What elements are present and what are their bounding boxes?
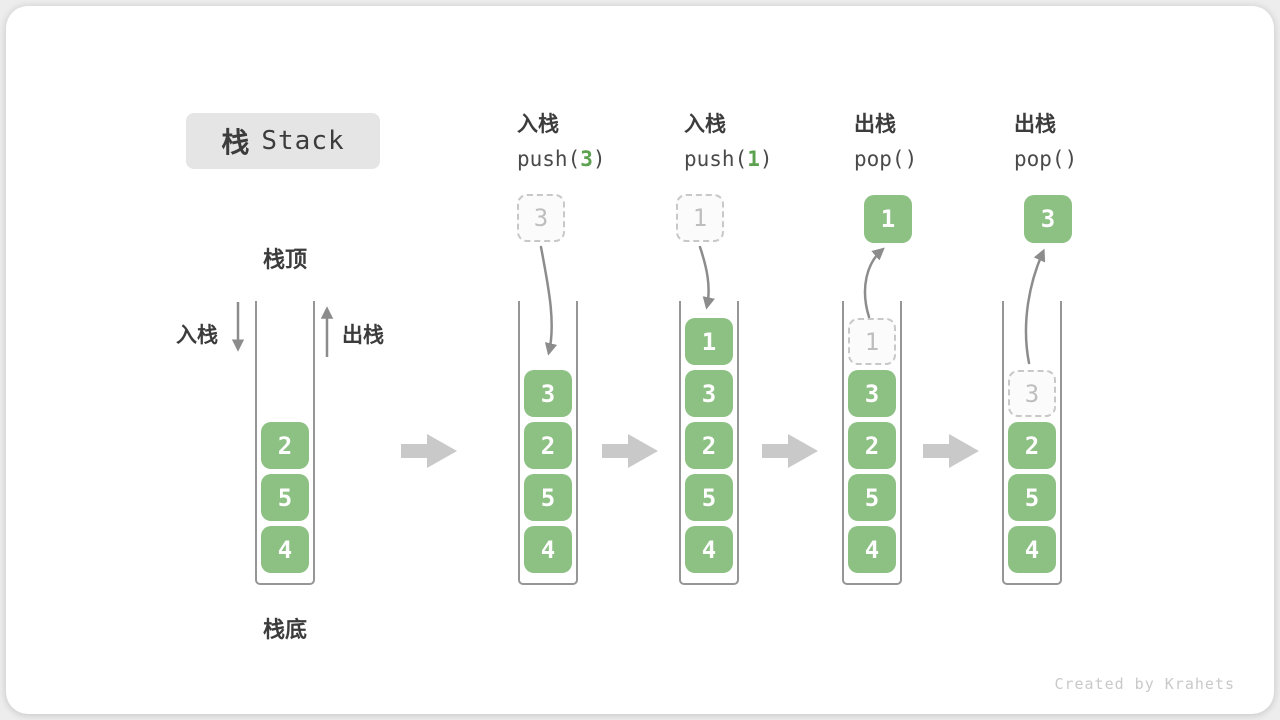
floating-value-popped-3: 3	[1024, 195, 1072, 243]
code-close: )	[592, 147, 606, 171]
floating-value-ghost-3: 3	[517, 194, 565, 242]
stack-container-initial: 2 5 4	[255, 301, 315, 585]
stack-item: 1	[685, 318, 733, 365]
operation-name: 入栈	[684, 113, 726, 136]
pop-direction-label: 出栈	[342, 324, 384, 347]
stack-container-after-push1: 1 3 2 5 4	[679, 301, 739, 585]
stack-item: 4	[848, 526, 896, 573]
stack-item: 5	[524, 474, 572, 521]
stack-item-ghost: 3	[1008, 370, 1056, 417]
operation-code: pop()	[854, 147, 918, 171]
operation-name: 入栈	[517, 113, 559, 136]
code-arg: 1	[747, 147, 760, 171]
floating-value-popped-1: 1	[864, 195, 912, 243]
code-close: )	[759, 147, 773, 171]
stack-item: 3	[848, 370, 896, 417]
stack-item: 2	[261, 422, 309, 469]
operation-code: push(3)	[517, 147, 687, 171]
stack-container-after-pop1: 1 3 2 5 4	[842, 301, 902, 585]
operation-name: 出栈	[854, 113, 896, 136]
stack-item-ghost: 1	[848, 318, 896, 365]
stack-bottom-label: 栈底	[262, 617, 307, 642]
title-en: Stack	[261, 126, 345, 156]
title-zh: 栈	[221, 127, 250, 158]
push-direction-label: 入栈	[176, 324, 218, 347]
stack-item: 5	[685, 474, 733, 521]
operation-label-pop1: 出栈 pop()	[854, 108, 1024, 171]
code-text: push(	[684, 147, 748, 171]
stack-item: 4	[685, 526, 733, 573]
operation-label-pop3: 出栈 pop()	[1014, 108, 1184, 171]
operation-code: pop()	[1014, 147, 1078, 171]
code-text: push(	[517, 147, 581, 171]
stack-item: 2	[524, 422, 572, 469]
stack-item: 2	[685, 422, 733, 469]
stack-top-label: 栈顶	[262, 247, 307, 272]
stack-item: 3	[685, 370, 733, 417]
stack-item: 5	[1008, 474, 1056, 521]
floating-value-ghost-1: 1	[676, 194, 724, 242]
stack-item: 5	[261, 474, 309, 521]
stack-item: 2	[848, 422, 896, 469]
watermark: Created by Krahets	[1054, 675, 1235, 693]
operation-code: push(1)	[684, 147, 854, 171]
operation-name: 出栈	[1014, 113, 1056, 136]
operation-label-push1: 入栈 push(1)	[684, 108, 854, 171]
stack-container-after-pop3: 3 2 5 4	[1002, 301, 1062, 585]
stack-item: 4	[1008, 526, 1056, 573]
stack-item: 4	[524, 526, 572, 573]
diagram-title: 栈 Stack	[186, 113, 380, 169]
code-arg: 3	[580, 147, 593, 171]
stack-item: 5	[848, 474, 896, 521]
stack-item: 4	[261, 526, 309, 573]
operation-label-push3: 入栈 push(3)	[517, 108, 687, 171]
stack-item: 3	[524, 370, 572, 417]
stack-container-after-push3: 3 2 5 4	[518, 301, 578, 585]
stack-item: 2	[1008, 422, 1056, 469]
